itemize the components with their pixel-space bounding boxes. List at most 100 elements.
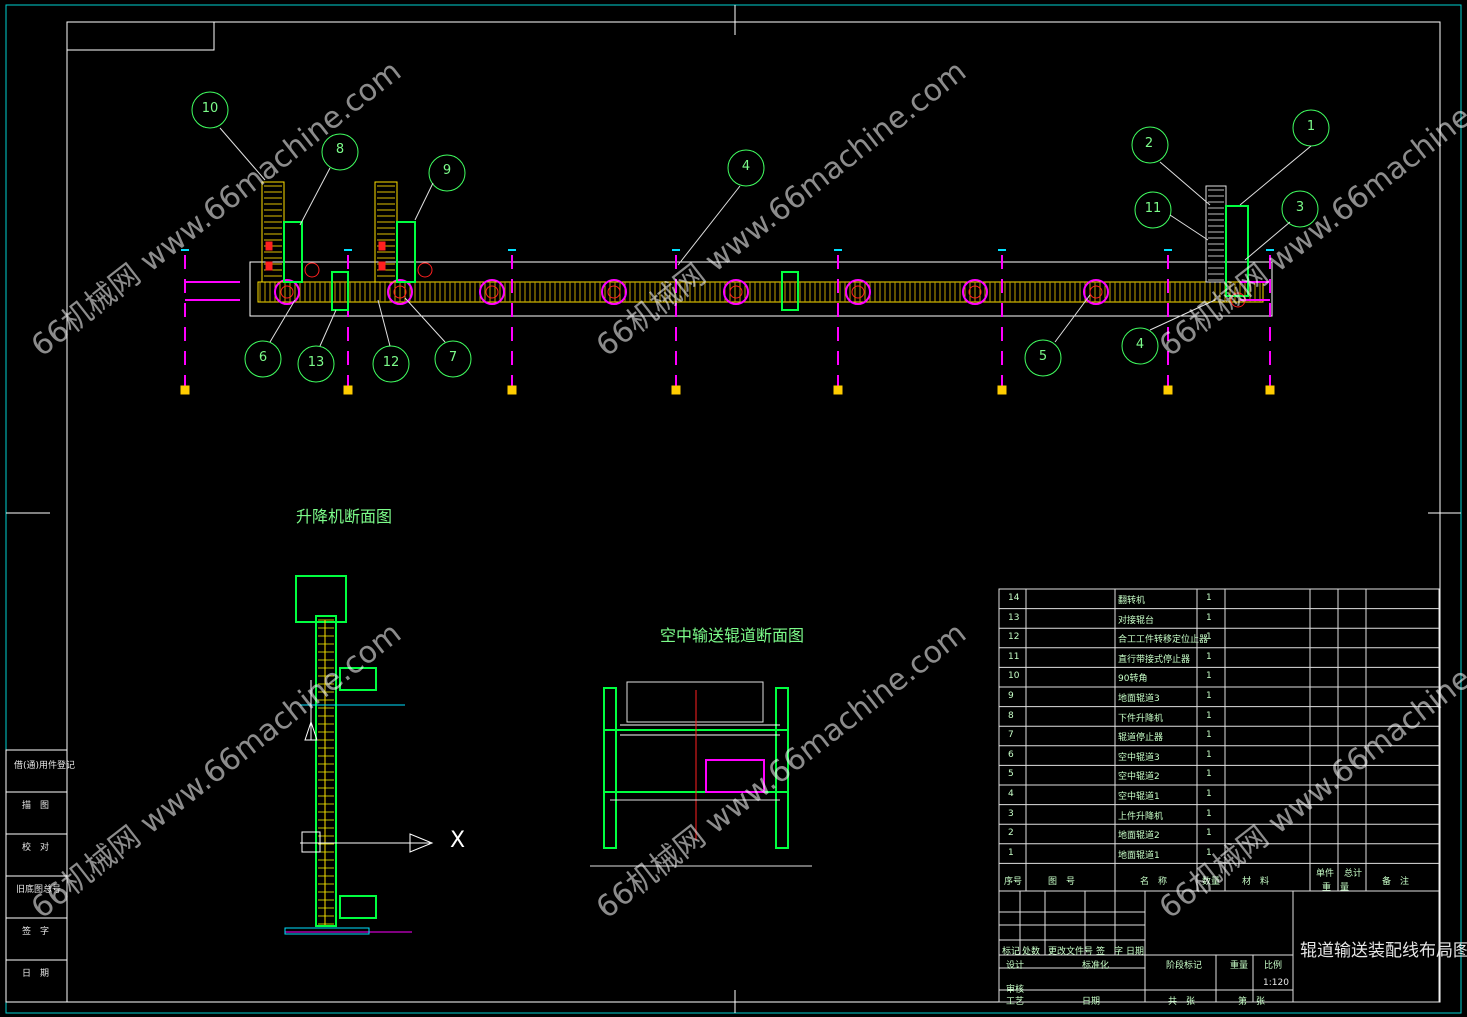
parts-row-no: 9	[1008, 691, 1014, 701]
parts-header-unit: 单件	[1316, 869, 1335, 879]
parts-row-no: 4	[1008, 789, 1014, 799]
parts-row-name: 合工工件转移定位止器	[1118, 635, 1209, 646]
parts-row-qty: 1	[1206, 632, 1212, 643]
balloon-3: 3	[1295, 200, 1305, 215]
lift-frame	[396, 221, 416, 283]
parts-row-name: 对接辊台	[1118, 615, 1155, 626]
side-trace: 描 图	[22, 801, 50, 811]
parts-row-qty: 1	[1206, 710, 1212, 721]
parts-row-no: 5	[1008, 769, 1014, 780]
tb-count: 处数	[1022, 947, 1041, 957]
balloon-5: 5	[1038, 349, 1048, 364]
lift-motor	[417, 262, 433, 278]
side-date: 日 期	[22, 969, 50, 979]
parts-row-qty: 1	[1206, 808, 1212, 819]
drive-motor	[705, 759, 765, 793]
tb-date: 日期	[1126, 947, 1145, 957]
tb-standard: 标准化	[1082, 961, 1110, 971]
parts-row-qty: 1	[1206, 612, 1212, 623]
top-left-box	[66, 21, 215, 51]
lift-marker	[378, 241, 386, 251]
roller-stop-core	[280, 285, 294, 299]
workpiece-body	[626, 681, 764, 723]
parts-row-qty: 1	[1206, 847, 1212, 858]
balloon-circle	[1024, 339, 1062, 377]
title-block	[998, 890, 1440, 1003]
column-base	[1163, 385, 1173, 395]
balloon-10: 10	[201, 101, 219, 116]
roller-stop	[845, 279, 871, 305]
leader-line	[1169, 214, 1209, 241]
column-base	[180, 385, 190, 395]
balloon-circle	[1131, 126, 1169, 164]
parts-row-no: 3	[1008, 808, 1014, 819]
parts-row-qty: 1	[1206, 651, 1212, 662]
x-arrowhead	[409, 833, 434, 853]
balloon-circle	[297, 345, 335, 383]
tb-total-sheets: 共 张	[1168, 997, 1196, 1007]
lift-carriage-lower	[339, 895, 377, 919]
drawing-title: 辊道输送装配线布局图	[1300, 941, 1467, 961]
balloon-circle	[1121, 327, 1159, 365]
lift-frame	[283, 221, 303, 283]
tb-review: 审核	[1006, 985, 1025, 995]
lift-section-title: 升降机断面图	[296, 507, 393, 526]
side-old-drawing: 旧底图总号	[16, 885, 62, 895]
balloon-circle	[428, 154, 466, 192]
balloon-2: 2	[1144, 136, 1154, 151]
transfer-unit	[781, 271, 799, 311]
roller-stop-core	[968, 285, 982, 299]
parts-header-material: 材 料	[1242, 877, 1270, 887]
parts-header-name: 名 称	[1140, 877, 1168, 887]
lift-frame-right	[1225, 205, 1249, 297]
parts-row-name: 上件升降机	[1118, 811, 1164, 822]
lift-motor	[304, 262, 320, 278]
parts-row-qty: 1	[1206, 769, 1212, 780]
axis-origin-box	[301, 831, 321, 853]
leader-line	[319, 309, 337, 347]
parts-row-name: 下件升降机	[1118, 713, 1164, 724]
parts-row-name: 空中辊道3	[1118, 752, 1160, 763]
balloon-13: 13	[307, 355, 325, 370]
balloon-circle	[372, 345, 410, 383]
scale-value: 1:120	[1263, 978, 1289, 988]
roller-stop-core	[607, 285, 621, 299]
lift-marker	[265, 241, 273, 251]
balloon-8: 8	[335, 142, 345, 157]
parts-row-name: 地面辊道2	[1118, 831, 1160, 842]
roller-stop	[601, 279, 627, 305]
leader-line	[1239, 145, 1312, 206]
parts-row-no: 11	[1008, 651, 1020, 662]
support-left	[603, 687, 617, 849]
tb-weight: 重量	[1230, 961, 1249, 971]
lift-marker	[265, 261, 273, 271]
lift-carriage-upper	[339, 667, 377, 691]
support-right	[775, 687, 789, 849]
roller-stop-core	[851, 285, 865, 299]
leader-line	[377, 299, 391, 347]
parts-row-name: 辊道停止器	[1118, 733, 1164, 744]
column-base	[1265, 385, 1275, 395]
parts-row-name: 直行带接式停止器	[1118, 654, 1191, 665]
parts-row-no: 8	[1008, 710, 1014, 721]
roller-stop	[274, 279, 300, 305]
column-base	[343, 385, 353, 395]
parts-header-code: 图 号	[1048, 877, 1076, 887]
parts-row-qty: 1	[1206, 789, 1212, 799]
transfer-unit-13	[331, 271, 349, 311]
parts-row-no: 14	[1008, 593, 1020, 603]
column-base	[507, 385, 517, 395]
parts-row-name: 地面辊道3	[1118, 694, 1160, 704]
parts-row-no: 13	[1008, 612, 1020, 623]
balloon-4b: 4	[741, 159, 751, 174]
tb-change-file: 更改文件号	[1048, 947, 1094, 957]
parts-table	[998, 588, 1440, 892]
parts-row-qty: 1	[1206, 691, 1212, 701]
balloon-circle	[1134, 191, 1172, 229]
roller-stop	[387, 279, 413, 305]
tb-process: 工艺	[1006, 997, 1025, 1007]
parts-row-qty: 1	[1206, 730, 1212, 741]
tb-stage-mark: 阶段标记	[1166, 961, 1203, 971]
lift-motor	[1230, 292, 1246, 308]
parts-header-remark: 备 注	[1382, 877, 1410, 887]
